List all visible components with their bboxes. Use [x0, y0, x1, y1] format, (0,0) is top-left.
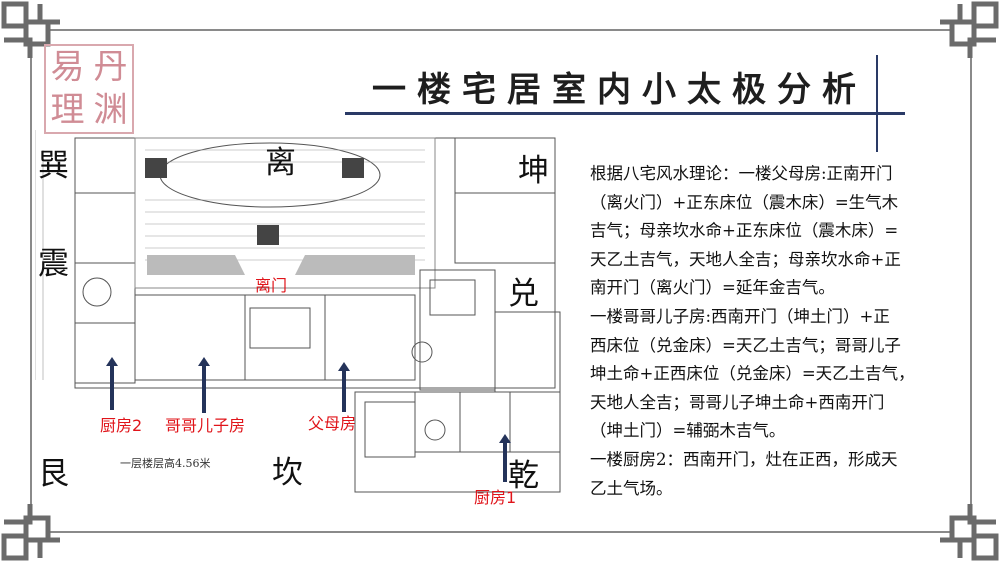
- frame-right: [970, 50, 972, 512]
- arrow-parents-room: [338, 362, 350, 412]
- arrow-kitchen1: [499, 434, 511, 482]
- analysis-line: 坤土命+正西床位（兑金床）=天乙土吉气，: [590, 364, 915, 384]
- seal-char: 丹: [93, 47, 128, 87]
- direction-xun: 巽: [38, 148, 69, 184]
- frame-bottom: [50, 531, 950, 533]
- analysis-line: （坤土门）=辅弼木吉气。: [590, 421, 786, 441]
- analysis-line: 天地人全吉；哥哥儿子坤土命+西南开门: [590, 392, 885, 412]
- label-li-door: 离门: [255, 276, 288, 295]
- analysis-line: 吉气；母亲坎水命+正东床位（震木床）=: [590, 221, 899, 241]
- analysis-text: 根据八宅风水理论：一楼父母房:正南开门 （离火门）+正东床位（震木床）=生气木 …: [590, 160, 970, 503]
- analysis-line: 乙土气场。: [590, 478, 673, 498]
- seal-char: 渊: [93, 90, 128, 130]
- corner-knot-icon: [1, 504, 60, 561]
- frame-left: [30, 50, 32, 512]
- direction-kan: 坎: [272, 455, 303, 491]
- title-underline: [345, 112, 905, 115]
- floor-height-note: 一层楼层高4.56米: [120, 457, 211, 470]
- label-parents-room: 父母房: [308, 414, 357, 433]
- arrow-kitchen2: [106, 357, 118, 410]
- direction-gen: 艮: [38, 456, 69, 492]
- direction-qian: 乾: [508, 458, 539, 494]
- arrow-son-room: [198, 357, 210, 413]
- seal-char: 易: [50, 47, 85, 87]
- label-kitchen1: 厨房1: [474, 488, 517, 507]
- corner-knot-icon: [940, 504, 999, 561]
- direction-li: 离: [265, 145, 296, 181]
- analysis-line: 一楼哥哥儿子房:西南开门（坤土门）+正: [590, 306, 890, 326]
- direction-kun: 坤: [518, 153, 549, 189]
- corner-knot-icon: [1, 1, 60, 58]
- page-title: 一楼宅居室内小太极分析: [372, 70, 867, 110]
- analysis-line: （离火门）+正东床位（震木床）=生气木: [590, 192, 899, 212]
- analysis-line: 根据八宅风水理论：一楼父母房:正南开门: [590, 164, 893, 183]
- direction-dui: 兑: [508, 276, 539, 312]
- analysis-line: 天乙土吉气，天地人全吉；母亲坎水命+正: [590, 249, 901, 269]
- title-cross-line: [876, 55, 878, 152]
- analysis-line: 一楼厨房2：西南开门，灶在正西，形成天: [590, 449, 898, 469]
- direction-zhen: 震: [38, 246, 69, 282]
- analysis-line: 南开门（离火门）=延年金吉气。: [590, 278, 835, 298]
- seal-logo: 易 丹 理 渊: [44, 44, 134, 134]
- seal-char: 理: [50, 90, 85, 130]
- analysis-line: 西床位（兑金床）=天乙土吉气；哥哥儿子: [590, 335, 901, 355]
- label-son-room: 哥哥儿子房: [165, 416, 246, 435]
- label-kitchen2: 厨房2: [100, 416, 143, 435]
- frame-top: [50, 29, 950, 31]
- corner-knot-icon: [940, 1, 999, 58]
- floor-plan: [35, 130, 561, 493]
